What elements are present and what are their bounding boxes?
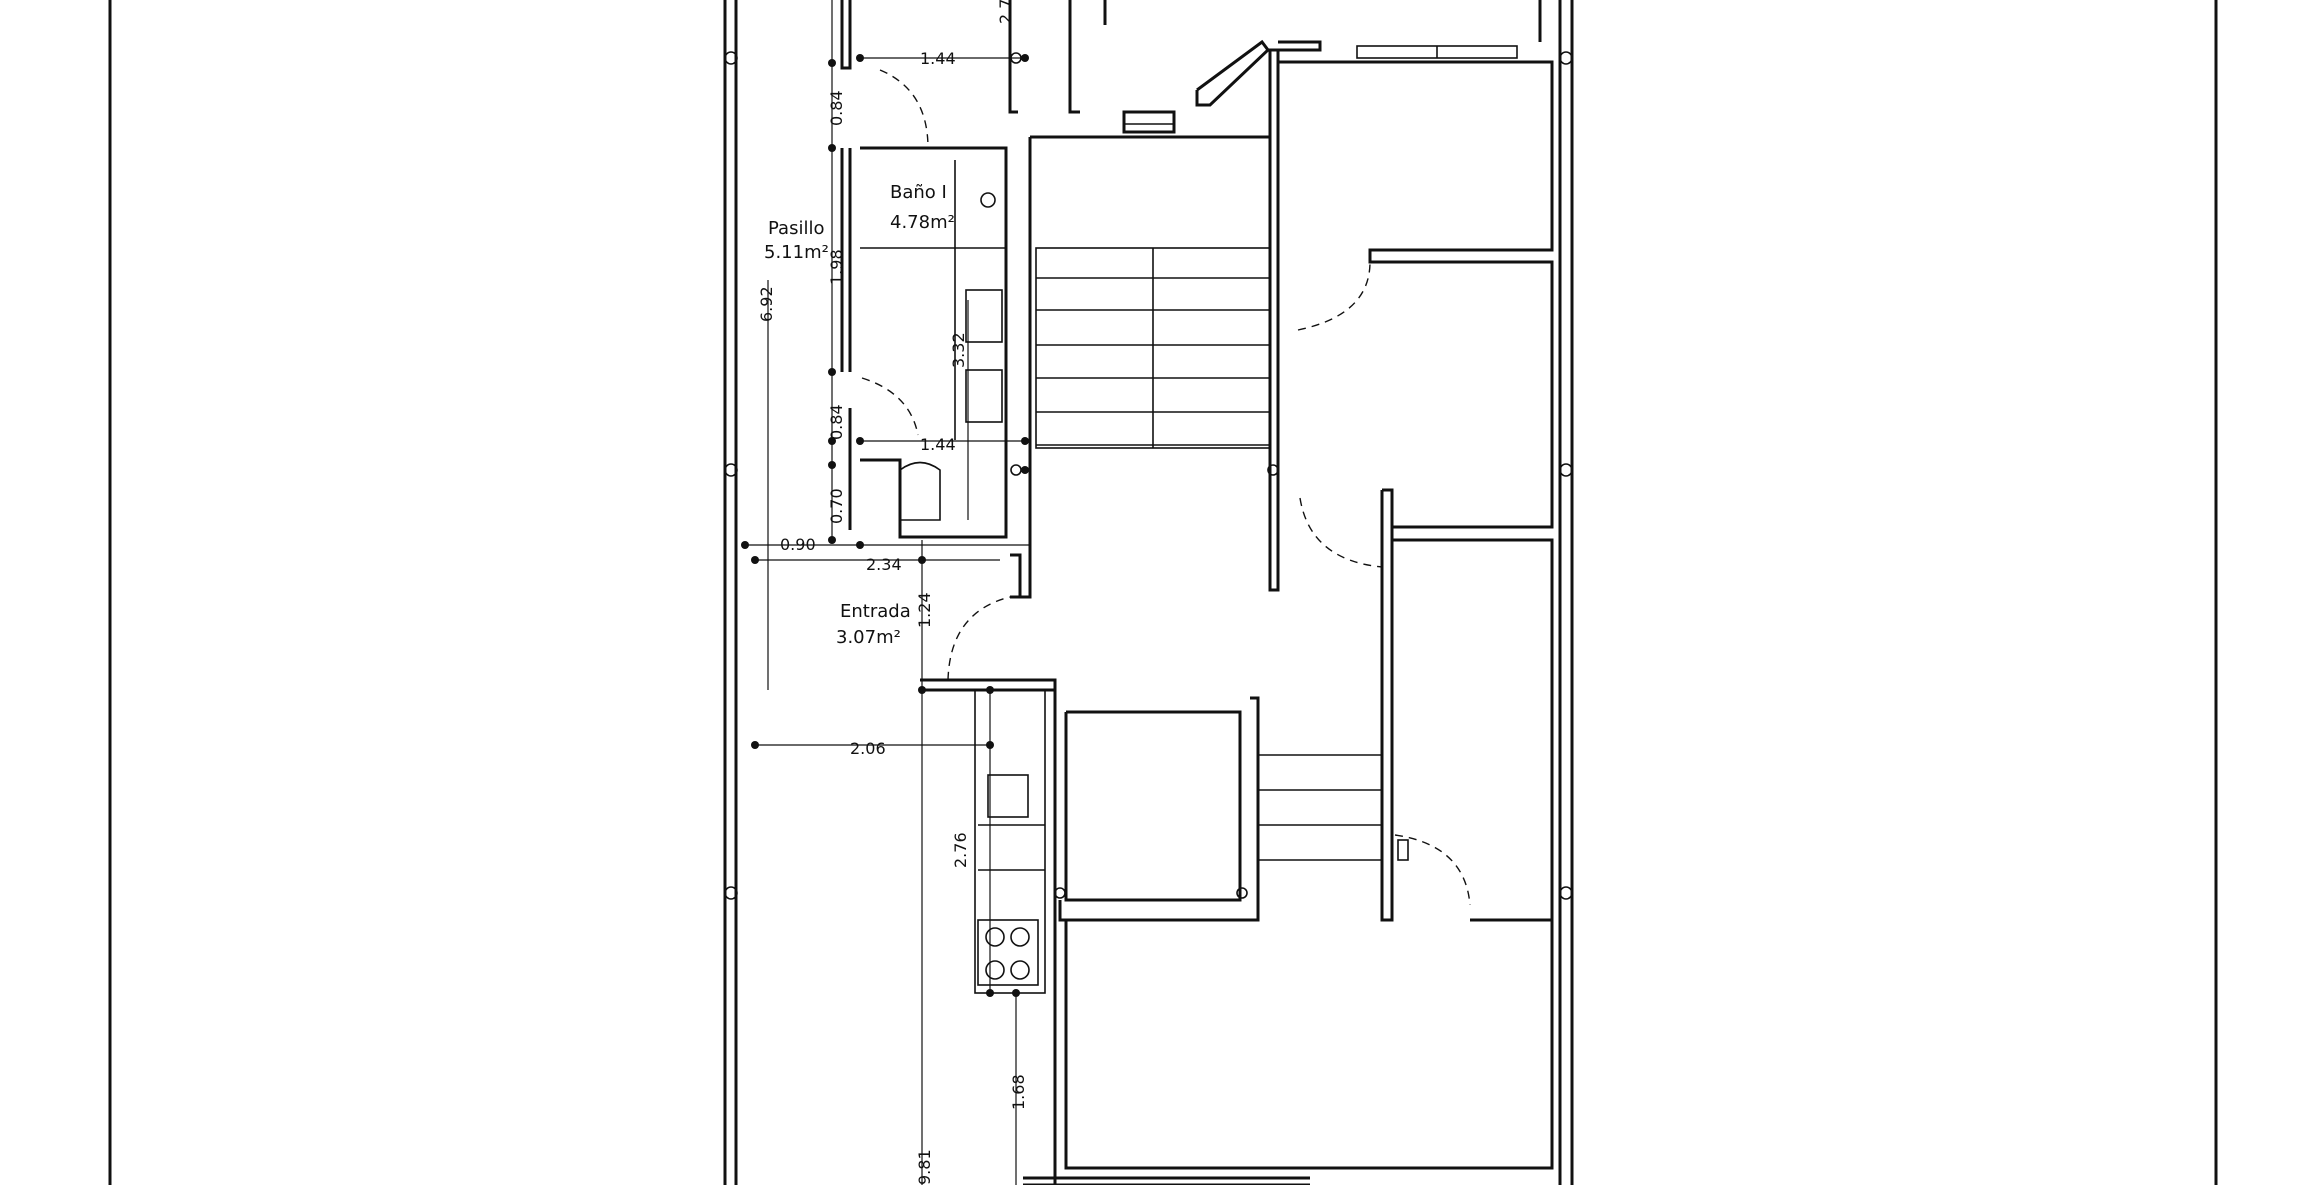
dim-1-68: 1.68 [1009, 1074, 1028, 1110]
stairs [1035, 247, 1271, 449]
pasillo-area: 5.11m² [764, 242, 829, 263]
outer-walls [723, 0, 1574, 1185]
dim-0-84-b: 0.84 [827, 404, 846, 440]
dimension-ticks [741, 54, 1029, 997]
toilet-icon [899, 461, 941, 521]
dim-6-92: 6.92 [757, 286, 776, 322]
dim-1-44-top: 1.44 [920, 49, 956, 68]
dim-0-90: 0.90 [780, 535, 816, 554]
dim-9-81: 9.81 [915, 1149, 934, 1185]
dim-3-32: 3.32 [949, 332, 968, 368]
door-swings [861, 69, 1471, 906]
dim-1-44-bano: 1.44 [920, 435, 956, 454]
entrada-area: 3.07m² [836, 627, 901, 648]
dimension-lines [745, 0, 1030, 1185]
dim-2-34: 2.34 [866, 555, 902, 574]
dim-2-7-top: 2.7 [996, 0, 1015, 24]
dimension-labels: 1.44 2.7 0.84 1.98 0.84 0.70 3.32 1.44 6… [757, 0, 1028, 1185]
pasillo-name: Pasillo [768, 218, 824, 239]
dim-2-06: 2.06 [850, 739, 886, 758]
dim-1-24: 1.24 [915, 592, 934, 628]
dim-0-70: 0.70 [827, 488, 846, 524]
entrada-name: Entrada [840, 601, 911, 622]
column-markers [724, 51, 1573, 900]
dim-0-84-a: 0.84 [827, 90, 846, 126]
dim-1-98: 1.98 [827, 249, 846, 285]
kitchen-counter [974, 689, 1046, 994]
bano-area: 4.78m² [890, 212, 955, 233]
middle-walls [920, 488, 1554, 1185]
bano-name: Baño I [890, 182, 947, 203]
top-walls [840, 0, 1554, 592]
bano-walls [840, 110, 1272, 599]
dim-2-76: 2.76 [951, 832, 970, 868]
